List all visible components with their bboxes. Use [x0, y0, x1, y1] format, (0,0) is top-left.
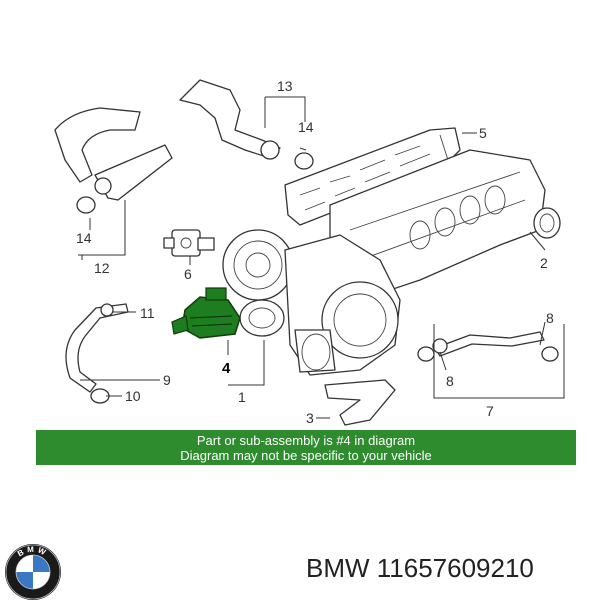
callout-8b: 8	[546, 310, 554, 326]
callout-13: 13	[277, 78, 293, 94]
callout-3: 3	[306, 410, 314, 426]
highlighted-part-4	[171, 287, 241, 339]
callout-4: 4	[222, 360, 231, 377]
coolant-line	[65, 303, 129, 404]
gasket	[533, 207, 561, 239]
charge-pipe	[54, 107, 173, 214]
solenoid-valve	[163, 229, 215, 257]
callout-6: 6	[184, 266, 192, 282]
upper-pipe	[179, 79, 314, 170]
callout-14a: 14	[76, 230, 92, 246]
callout-8a: 8	[446, 373, 454, 389]
oil-line	[417, 331, 559, 362]
callout-9: 9	[163, 372, 171, 388]
callout-5: 5	[479, 125, 487, 141]
heat-shield	[284, 127, 461, 226]
bracket	[324, 379, 396, 426]
exhaust-manifold	[329, 149, 546, 301]
callout-10: 10	[125, 388, 141, 404]
turbocharger	[222, 229, 401, 376]
part-number-label: BMW 11657609210	[306, 553, 534, 583]
callout-2: 2	[540, 255, 548, 271]
banner-line-2: Diagram may not be specific to your vehi…	[180, 447, 432, 463]
callout-11: 11	[140, 305, 155, 321]
callout-labels: 5 2 3 4 1 6 7 8 8 14 12 13 14 11 9 10	[76, 78, 554, 426]
callout-12: 12	[94, 260, 110, 276]
info-banner: Part or sub-assembly is #4 in diagram Di…	[36, 430, 576, 465]
bmw-roundel-icon: BMW	[5, 544, 61, 600]
leader-lines	[78, 96, 565, 419]
callout-1: 1	[238, 389, 246, 405]
callout-7: 7	[486, 403, 494, 419]
callout-14b: 14	[298, 119, 314, 135]
banner-line-1: Part or sub-assembly is #4 in diagram	[196, 432, 416, 448]
